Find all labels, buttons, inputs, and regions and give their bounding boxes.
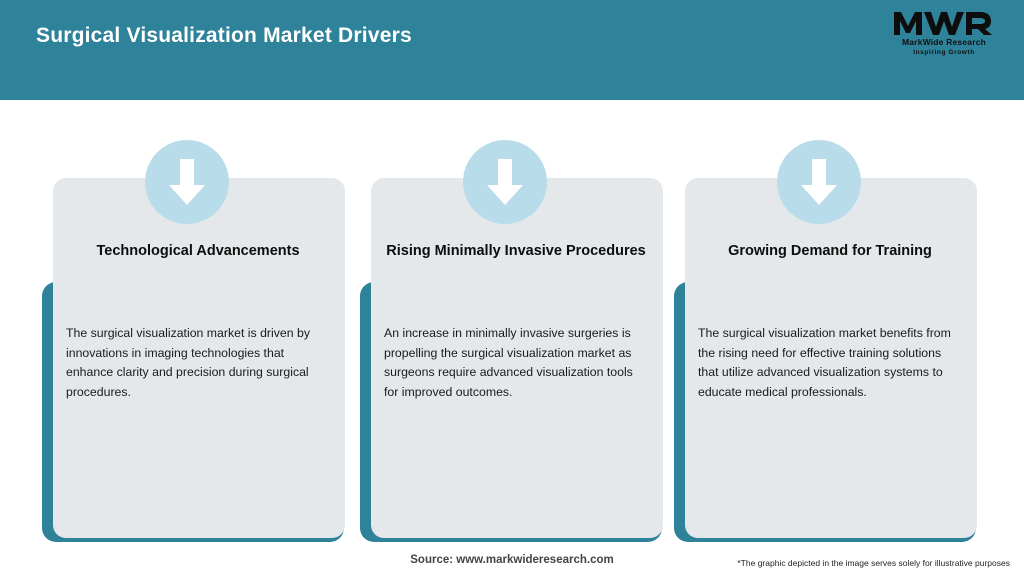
card-title: Rising Minimally Invasive Procedures (386, 243, 646, 259)
page-title: Surgical Visualization Market Drivers (36, 24, 412, 47)
card-panel (371, 178, 663, 538)
card-description: The surgical visualization market is dri… (66, 326, 310, 399)
logo-mark-icon (886, 9, 1002, 37)
driver-card[interactable]: Rising Minimally Invasive Procedures An … (358, 100, 670, 545)
page-header: Surgical Visualization Market Drivers Ma… (0, 0, 1024, 100)
disclaimer-label: *The graphic depicted in the image serve… (737, 558, 1010, 568)
down-arrow-icon (777, 140, 861, 224)
card-panel (685, 178, 977, 538)
card-title: Technological Advancements (96, 243, 300, 259)
driver-card[interactable]: Technological Advancements The surgical … (40, 100, 352, 545)
card-description: An increase in minimally invasive surger… (384, 326, 633, 399)
brand-logo: MarkWide Research Inspiring Growth (886, 9, 1002, 63)
card-description: The surgical visualization market benefi… (698, 326, 951, 399)
card-panel (53, 178, 345, 538)
logo-tagline: Inspiring Growth (913, 49, 975, 56)
driver-card[interactable]: Growing Demand for Training The surgical… (672, 100, 984, 545)
down-arrow-icon (145, 140, 229, 224)
logo-company-name: MarkWide Research (901, 37, 987, 47)
down-arrow-icon (463, 140, 547, 224)
driver-cards-container: Technological Advancements The surgical … (0, 100, 1024, 545)
source-label: Source: www.markwideresearch.com (410, 554, 614, 566)
card-title: Growing Demand for Training (728, 243, 932, 259)
